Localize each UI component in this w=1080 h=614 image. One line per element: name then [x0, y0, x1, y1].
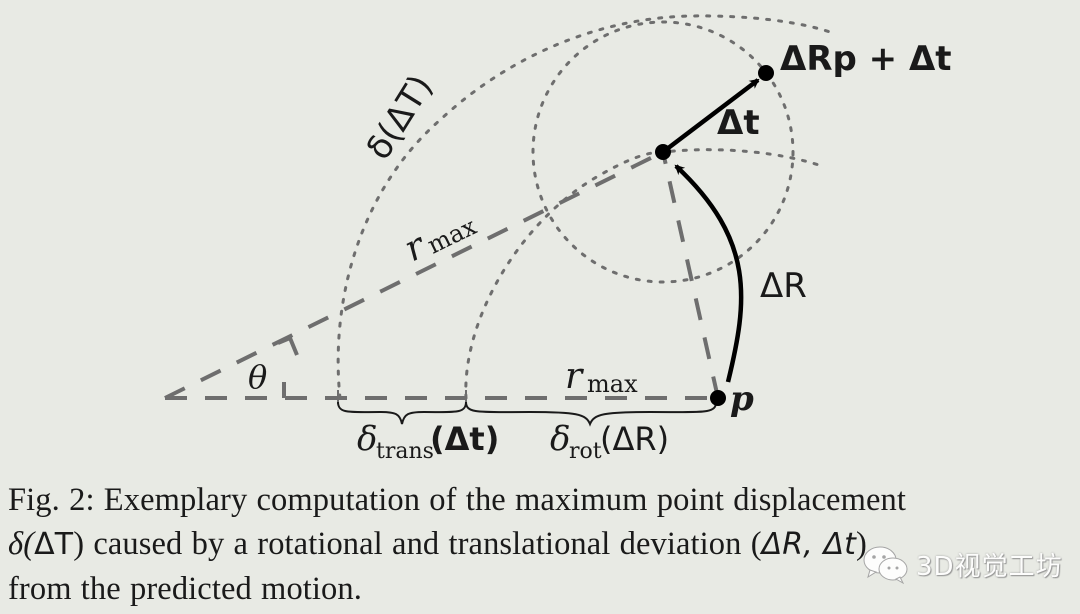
angle-marker	[277, 335, 299, 398]
outer-arc-delta-T	[336, 14, 832, 400]
svg-text:r: r	[565, 356, 584, 397]
svg-text:(Δt): (Δt)	[430, 420, 499, 458]
inner-arc-rotation	[464, 148, 824, 400]
watermark-text: 3D视觉工坊	[916, 551, 1063, 582]
diagonal-r-max	[164, 150, 664, 400]
svg-text:(ΔR): (ΔR)	[600, 420, 669, 458]
label-r-max-baseline: r max	[565, 356, 638, 398]
displacement-diagram: δ(ΔT) r max r max θ Δt ΔR ΔRp + Δt p δ t…	[164, 14, 952, 464]
label-delta-trans: δ trans (Δt)	[357, 419, 499, 464]
label-delta-R: ΔR	[760, 266, 807, 306]
wechat-icon	[863, 546, 908, 584]
svg-text:trans: trans	[376, 439, 434, 464]
translation-circle	[531, 20, 795, 284]
caption-line-3: from the predicted motion.	[8, 571, 362, 607]
svg-text:max: max	[587, 370, 638, 398]
svg-text:δ: δ	[550, 419, 570, 459]
svg-text:δ: δ	[357, 419, 377, 459]
svg-text:max: max	[423, 212, 481, 260]
label-delta-t: Δt	[717, 103, 760, 143]
label-delta-T: δ(ΔT)	[359, 68, 441, 167]
label-delta-rot: δ rot (ΔR)	[550, 419, 669, 464]
point-target	[758, 65, 774, 81]
point-p	[710, 390, 726, 406]
point-rotated	[655, 144, 671, 160]
rotation-arrow	[674, 164, 744, 383]
caption-line-2: δ(ΔT) caused by a rotational and transla…	[8, 526, 867, 562]
watermark: 3D视觉工坊	[862, 544, 1063, 584]
label-target-point: ΔRp + Δt	[780, 39, 952, 79]
label-r-max-diagonal: r max	[398, 212, 481, 270]
label-theta: θ	[248, 358, 267, 396]
label-point-p: p	[730, 379, 754, 419]
caption-line-1: Fig. 2: Exemplary computation of the max…	[8, 482, 906, 518]
figure-caption: Fig. 2: Exemplary computation of the max…	[8, 478, 1074, 611]
translation-arrow	[661, 78, 760, 154]
brace-trans	[337, 401, 467, 425]
chord-p-to-rotated	[661, 151, 720, 399]
brace-rot	[465, 401, 717, 427]
svg-text:rot: rot	[569, 439, 602, 464]
